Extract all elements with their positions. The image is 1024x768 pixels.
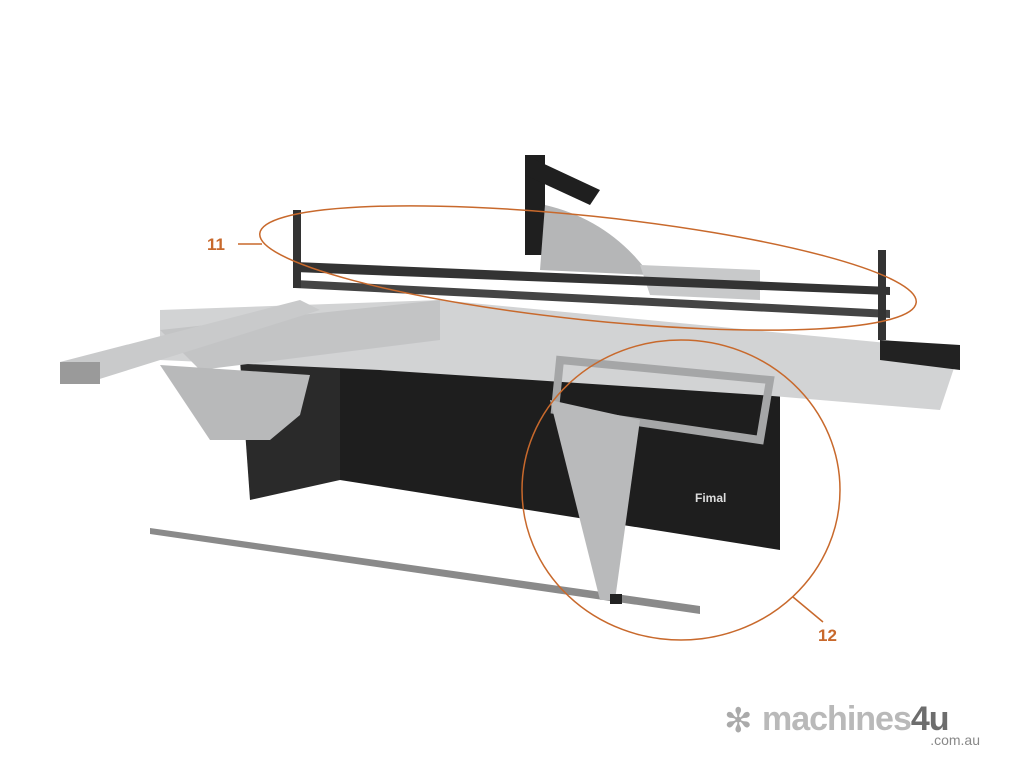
snowflake-icon: ✻	[724, 702, 753, 740]
right-rail-end	[880, 340, 960, 370]
rip-fence-bar	[295, 262, 890, 295]
right-support-leg	[550, 400, 640, 600]
callout-label-12: 12	[818, 626, 837, 645]
callout-circle-12	[521, 339, 841, 641]
machine-brand-label: Fimal	[695, 491, 726, 505]
floor-rail	[150, 528, 700, 614]
logo-domain: .com.au	[930, 732, 980, 748]
left-support-leg	[160, 365, 310, 440]
callout-label-11: 11	[207, 235, 225, 254]
blade-guard	[540, 205, 650, 275]
logo-accent: 4u	[910, 700, 950, 738]
machines4u-logo: ✻ machines4u .com.au	[722, 700, 992, 750]
logo-name: machines	[762, 700, 912, 738]
callout-ellipse-11	[259, 205, 917, 331]
machine-cabinet	[340, 360, 780, 550]
sliding-table-arm	[60, 300, 320, 382]
right-support-frame	[550, 355, 775, 445]
